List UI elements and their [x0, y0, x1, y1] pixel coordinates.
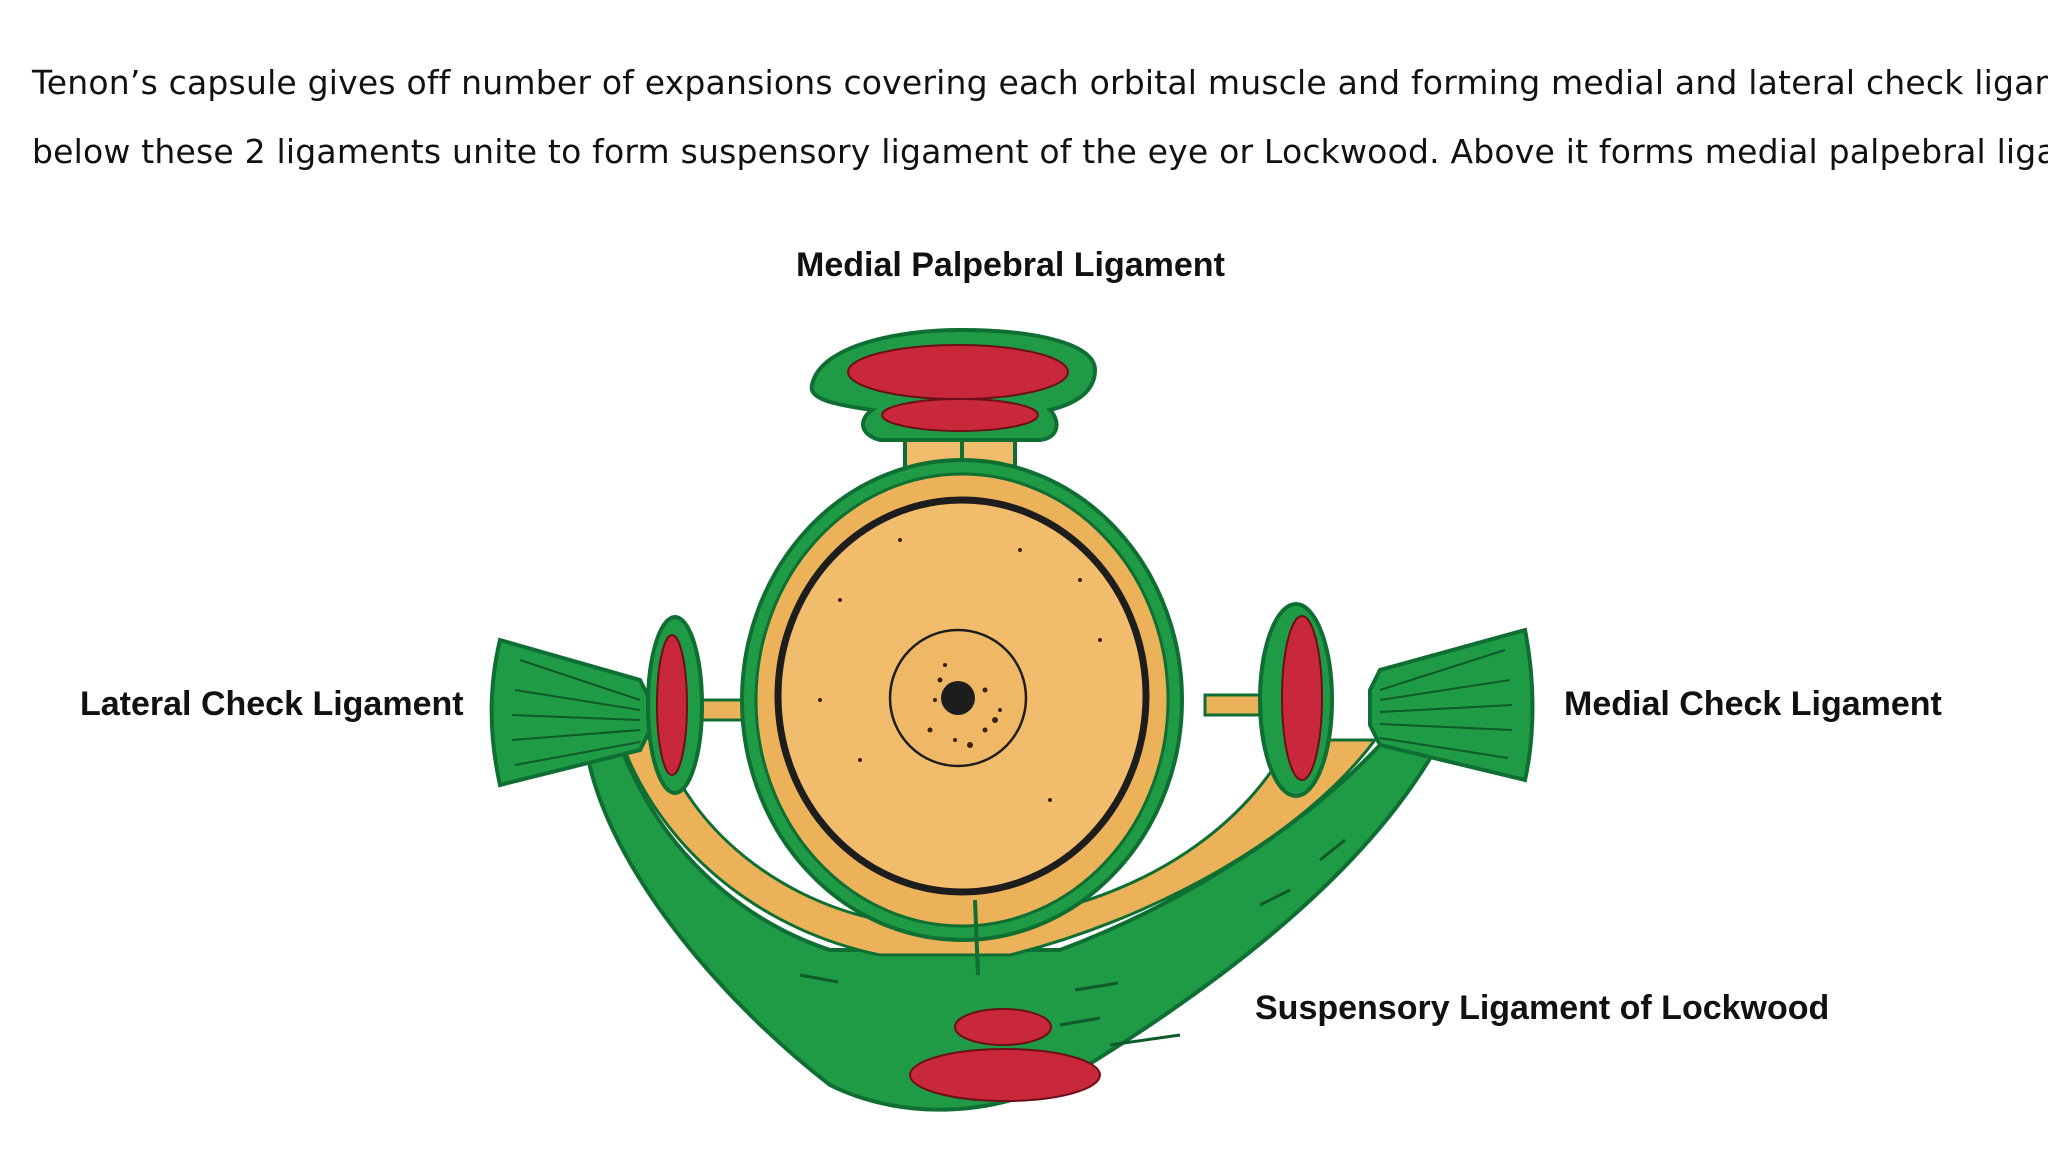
- label-medial-check-ligament: Medial Check Ligament: [1564, 684, 1942, 724]
- description-line-2: below these 2 ligaments unite to form su…: [32, 117, 2022, 186]
- tenons-capsule-diagram: [470, 315, 1550, 1125]
- description-line-1: Tenon’s capsule gives off number of expa…: [32, 48, 2022, 117]
- lateral-rectus-muscle: [648, 617, 702, 793]
- pupil: [941, 681, 975, 715]
- label-medial-palpebral-ligament: Medial Palpebral Ligament: [796, 245, 1225, 285]
- superior-muscle: [812, 330, 1095, 440]
- medial-rectus-muscle: [1260, 604, 1332, 796]
- description-text: Tenon’s capsule gives off number of expa…: [32, 48, 2022, 186]
- label-lateral-check-ligament: Lateral Check Ligament: [80, 684, 464, 724]
